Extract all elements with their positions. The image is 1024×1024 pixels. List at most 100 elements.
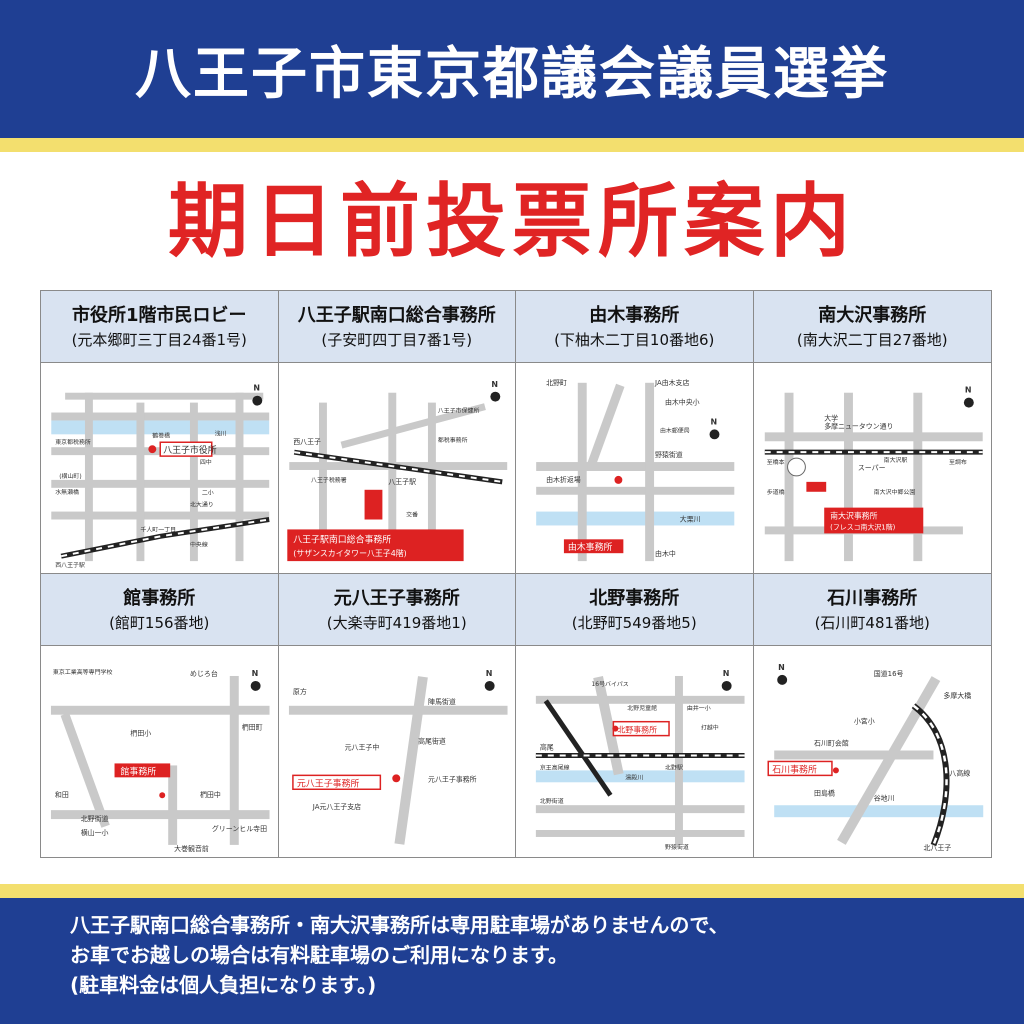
map-destination-label: 南大沢事務所 [830, 511, 878, 521]
svg-text:千人町一丁目: 千人町一丁目 [140, 525, 176, 533]
svg-text:多摩ニュータウン通り: 多摩ニュータウン通り [824, 421, 893, 430]
election-title: 八王子市東京都議会議員選挙 [135, 41, 889, 107]
parking-notice-line1: 八王子駅南口総合事務所・南大沢事務所は専用駐車場がありませんので、 [70, 913, 729, 937]
map-destination-label: 由木事務所 [568, 541, 613, 553]
svg-text:八王子駅: 八王子駅 [388, 478, 416, 486]
location-header: 市役所1階市民ロビー (元本郷町三丁目24番1号) [41, 291, 278, 363]
location-address: (南大沢二丁目27番地) [796, 330, 948, 349]
svg-text:二小: 二小 [202, 489, 214, 497]
svg-text:南大沢中郷公園: 南大沢中郷公園 [873, 488, 915, 496]
svg-text:横山一小: 横山一小 [81, 828, 109, 837]
location-name: 石川事務所 [827, 587, 918, 609]
location-name: 館事務所 [123, 587, 196, 609]
svg-text:至橋本: 至橋本 [766, 458, 784, 466]
map-destination-box [286, 529, 464, 562]
svg-text:椚田中: 椚田中 [200, 790, 221, 799]
main-title-area: 期日前投票所案内 [0, 160, 1024, 270]
map-pin [148, 445, 157, 454]
svg-text:北野駅: 北野駅 [665, 763, 683, 771]
svg-text:JA元八王子支店: JA元八王子支店 [311, 802, 360, 811]
svg-text:谷地川: 谷地川 [873, 793, 894, 802]
location-map: 由木事務所 北野町 JA由木支店 由木中央小 由木郵便局 野猿街道 由木折返場 … [516, 363, 753, 573]
location-map: 石川事務所 国道16号 多摩大橋 小宮小 石川町会館 八高線 田島橋 谷地川 北… [753, 646, 991, 857]
north-arrow-icon [489, 391, 500, 402]
location-grid: 市役所1階市民ロビー (元本郷町三丁目24番1号) [40, 290, 992, 858]
north-arrow-label: N [253, 384, 260, 393]
svg-text:至調布: 至調布 [949, 458, 967, 466]
river [535, 770, 745, 783]
river [536, 511, 735, 526]
map-destination-box [114, 763, 171, 778]
map-yugi: 由木事務所 北野町 JA由木支店 由木中央小 由木郵便局 野猿街道 由木折返場 … [536, 378, 735, 562]
svg-text:めじろ台: めじろ台 [190, 669, 218, 678]
svg-text:椚田小: 椚田小 [130, 729, 151, 738]
svg-text:八王子税務署: 八王子税務署 [311, 476, 347, 484]
svg-text:南大沢駅: 南大沢駅 [883, 456, 907, 464]
location-cell-moto-hachioji: 元八王子事務所 (大楽寺町419番地1) 元八王子事務所 原方 陣馬街道 元八王… [278, 574, 516, 857]
location-name: 元八王子事務所 [333, 587, 460, 609]
north-arrow-icon [709, 429, 720, 440]
location-header: 北野事務所 (北野町549番地5) [516, 574, 753, 646]
map-pin [832, 767, 839, 774]
svg-text:浅川: 浅川 [215, 429, 227, 437]
location-cell-yugi: 由木事務所 (下柚木二丁目10番地6) 由木事務所 北野町 JA由木支店 由木中… [516, 291, 754, 574]
svg-text:北大通り: 北大通り [190, 501, 214, 509]
location-address: (大楽寺町419番地1) [326, 613, 467, 632]
map-destination-box [766, 760, 833, 777]
svg-text:大巻観音前: 大巻観音前 [174, 844, 209, 853]
map-city-hall: 八王子市役所 鶴巻橋 浅川 東京都税務所 四中 (横山町) 水無瀬橋 二小 北大… [51, 384, 270, 569]
svg-text:N: N [778, 663, 785, 672]
map-destination-box [823, 507, 923, 534]
map-pin [159, 792, 166, 799]
river [773, 805, 983, 818]
location-cell-hachioji-station: 八王子駅南口総合事務所 (子安町四丁目7番1号) 八王子駅南口総合事務所 (サザ… [278, 291, 516, 574]
location-map: 北野事務所 16号バイパス 北野児童館 由井一小 打越中 高尾 京王高尾線 湯殿… [516, 646, 753, 857]
svg-text:N: N [711, 417, 718, 426]
svg-text:N: N [252, 669, 259, 678]
svg-text:JA由木支店: JA由木支店 [654, 378, 689, 387]
parking-notice-line3: (駐車料金は個人負担になります。) [70, 973, 377, 997]
svg-text:野猿街道: 野猿街道 [655, 450, 683, 459]
map-destination-box [291, 774, 381, 791]
location-name: 由木事務所 [589, 304, 680, 326]
river [51, 420, 270, 435]
location-header: 八王子駅南口総合事務所 (子安町四丁目7番1号) [278, 291, 515, 363]
svg-text:北野町: 北野町 [546, 379, 567, 387]
location-header: 由木事務所 (下柚木二丁目10番地6) [516, 291, 753, 363]
svg-text:北野街道: 北野街道 [540, 797, 564, 805]
north-arrow-icon [252, 395, 263, 406]
map-destination-label: 石川事務所 [772, 763, 817, 775]
svg-text:国道16号: 国道16号 [873, 669, 903, 678]
location-map: 八王子市役所 鶴巻橋 浅川 東京都税務所 四中 (横山町) 水無瀬橋 二小 北大… [41, 363, 278, 573]
svg-text:(横山町): (横山町) [59, 472, 81, 480]
map-building-marker [364, 489, 382, 520]
svg-text:八高線: 八高線 [949, 768, 970, 777]
svg-text:東京都税務所: 東京都税務所 [55, 438, 91, 446]
svg-text:グリーンヒル寺田: グリーンヒル寺田 [212, 824, 267, 833]
map-destination-sublabel: (サザンスカイタワー八王子4階) [293, 548, 407, 558]
svg-text:由木中央小: 由木中央小 [665, 398, 700, 407]
map-destination-label: 八王子駅南口総合事務所 [293, 533, 391, 545]
svg-text:西八王子駅: 西八王子駅 [55, 562, 85, 569]
roundabout [786, 457, 806, 477]
north-arrow-icon [963, 397, 974, 408]
map-destination-label: 北野事務所 [617, 725, 657, 735]
svg-text:湯殿川: 湯殿川 [625, 773, 643, 781]
map-pin [614, 475, 623, 484]
svg-text:原方: 原方 [292, 687, 306, 696]
svg-text:N: N [491, 380, 498, 389]
svg-text:小宮小: 小宮小 [853, 717, 874, 726]
svg-text:石川町会館: 石川町会館 [814, 739, 849, 748]
svg-text:東京工業高等専門学校: 東京工業高等専門学校 [53, 668, 113, 676]
location-cell-city-hall: 市役所1階市民ロビー (元本郷町三丁目24番1号) [41, 291, 279, 574]
svg-text:都税事務所: 都税事務所 [437, 436, 467, 444]
location-header: 南大沢事務所 (南大沢二丁目27番地) [753, 291, 991, 363]
map-destination-label: 元八王子事務所 [296, 777, 359, 789]
north-arrow-icon [484, 680, 495, 691]
svg-text:高尾: 高尾 [540, 743, 554, 752]
location-header: 元八王子事務所 (大楽寺町419番地1) [278, 574, 515, 646]
railway [911, 703, 949, 847]
location-cell-ishikawa: 石川事務所 (石川町481番地) 石川事務所 国道16号 多摩大橋 小宮小 石川… [753, 574, 991, 857]
map-destination-label: 八王子市役所 [163, 444, 217, 456]
svg-text:北野児童館: 北野児童館 [627, 704, 657, 712]
